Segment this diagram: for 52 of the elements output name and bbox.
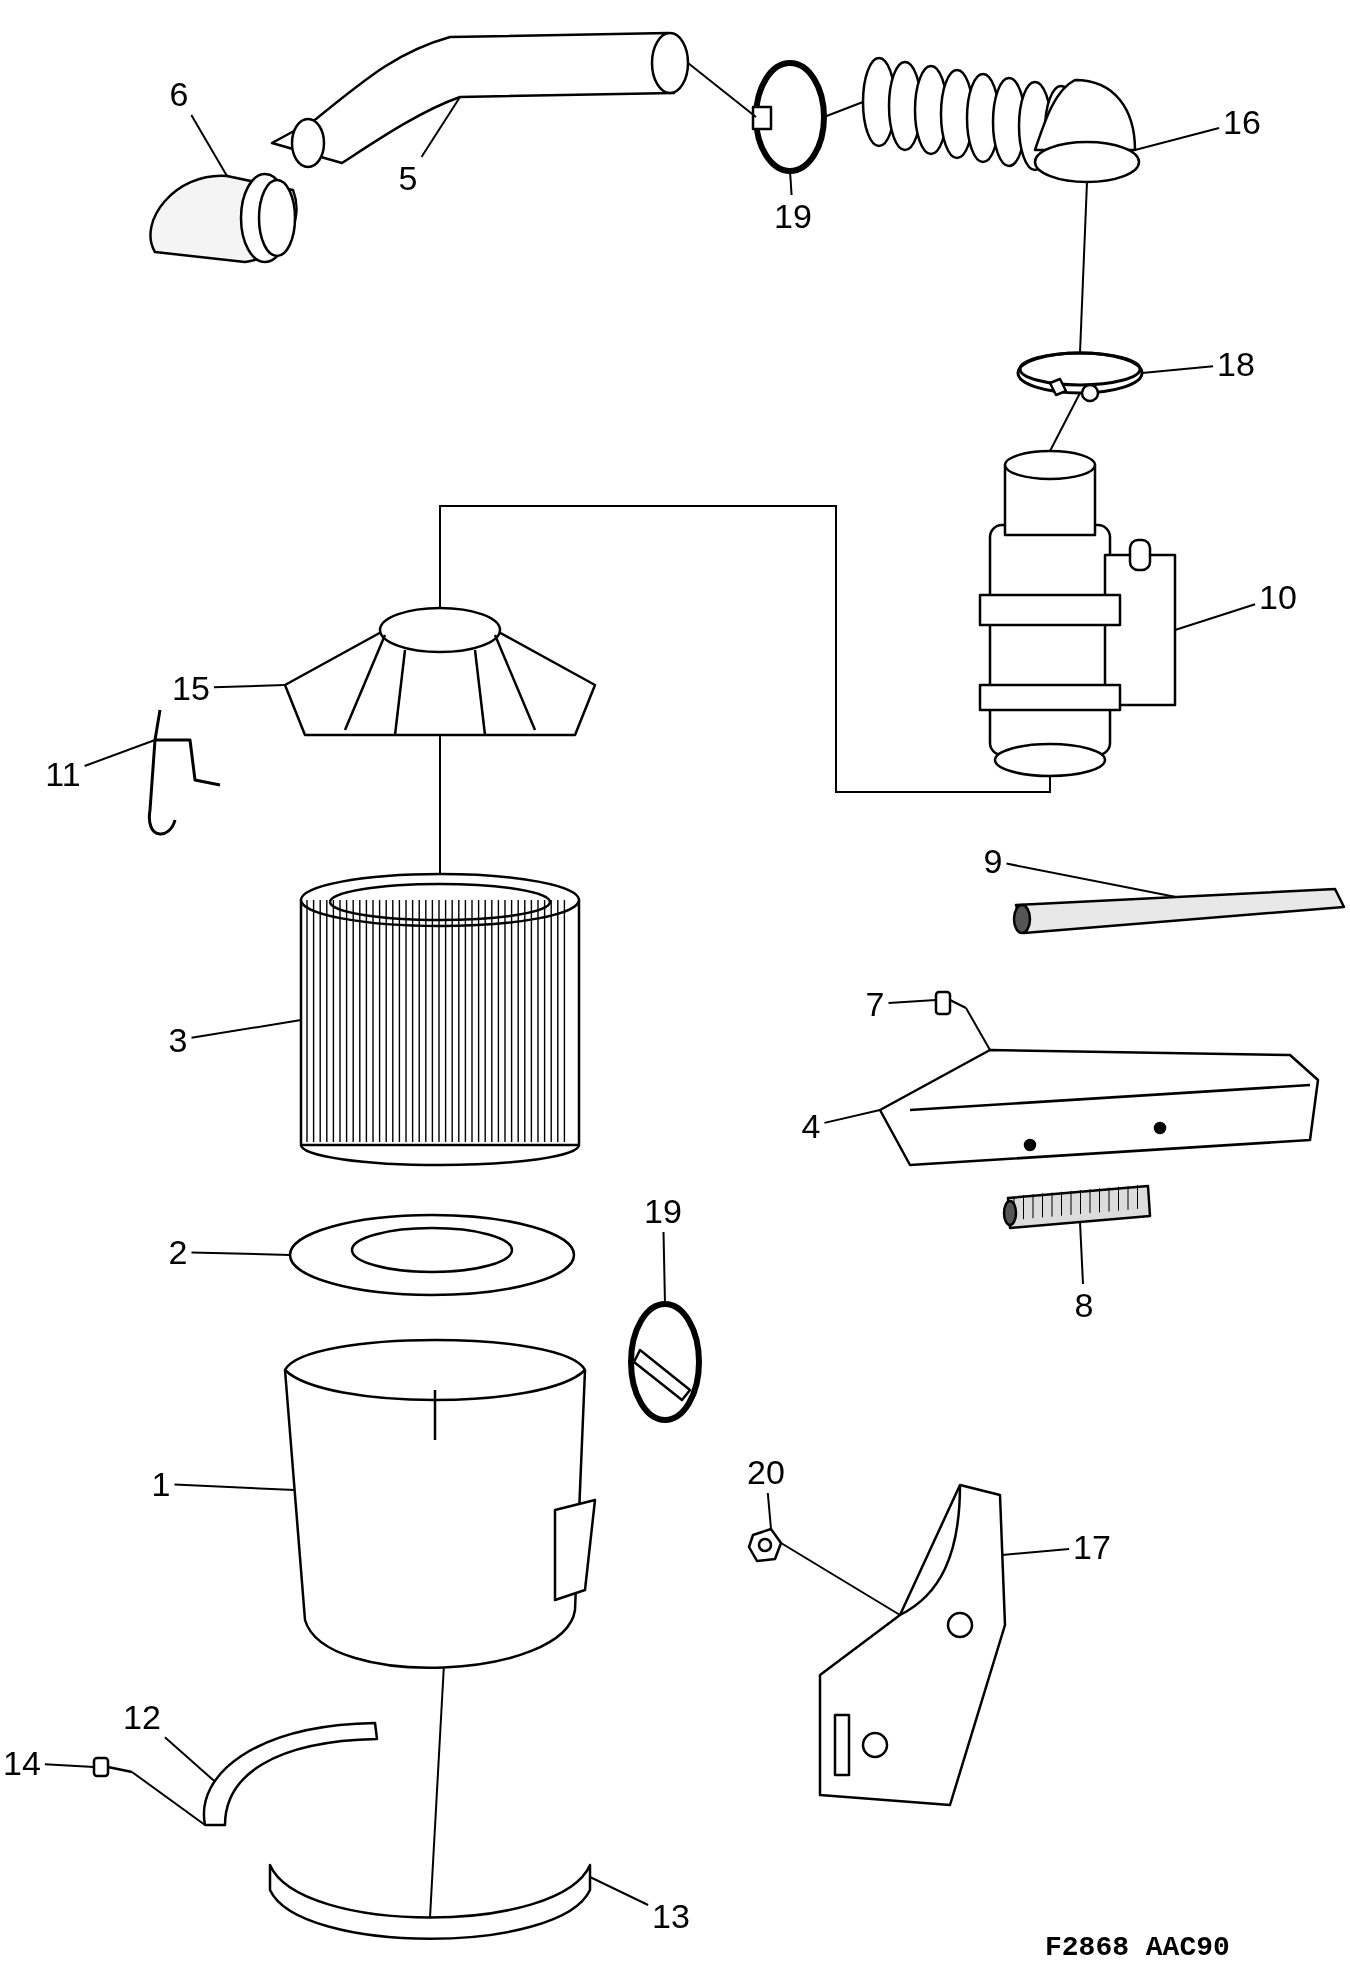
- leader-line: [1079, 1221, 1084, 1285]
- leader-line: [1005, 862, 1177, 898]
- callout-number: 16: [1223, 105, 1261, 139]
- callout-number: 17: [1073, 1530, 1111, 1564]
- callout-number: 5: [398, 161, 418, 195]
- callout-number: 14: [3, 1746, 41, 1780]
- leader-line: [43, 1763, 95, 1768]
- leader-line: [420, 96, 461, 158]
- callout-number: 19: [774, 199, 812, 233]
- assembly-line: [439, 734, 441, 875]
- leader-line: [1001, 1548, 1071, 1556]
- callout-number: 20: [747, 1455, 785, 1489]
- callout-number: 4: [801, 1109, 821, 1143]
- callout-number: 3: [168, 1023, 188, 1057]
- leader-line: [823, 1109, 881, 1124]
- assembly-line: [1049, 392, 1081, 452]
- assembly-line: [965, 1007, 991, 1051]
- callout-number: 1: [151, 1467, 171, 1501]
- assembly-line: [439, 505, 1051, 793]
- leader-line: [83, 739, 156, 767]
- callout-number: 19: [644, 1194, 682, 1228]
- assembly-line: [780, 1542, 901, 1616]
- callout-number: 8: [1074, 1288, 1094, 1322]
- assembly-line: [823, 101, 864, 118]
- leader-line: [173, 1483, 296, 1491]
- leader-line: [589, 1876, 650, 1906]
- leader-line: [887, 999, 937, 1005]
- leader-line: [1141, 365, 1215, 374]
- callout-number: 18: [1217, 347, 1255, 381]
- drawing-reference-code: F2868 AAC90: [1045, 1932, 1230, 1963]
- leader-line: [766, 1492, 772, 1530]
- assembly-line: [687, 62, 757, 118]
- callout-number: 9: [983, 844, 1003, 878]
- assembly-line: [429, 1666, 445, 1919]
- leader-line: [190, 114, 228, 177]
- callout-number: 10: [1259, 580, 1297, 614]
- leader-line: [1134, 127, 1221, 151]
- assembly-line: [131, 1771, 206, 1826]
- callout-number: 13: [652, 1899, 690, 1933]
- leader-line: [190, 1251, 291, 1256]
- leader-line: [190, 1019, 302, 1039]
- callout-number: 7: [865, 987, 885, 1021]
- assembly-line: [1079, 181, 1088, 354]
- nut-drawing: [745, 1525, 785, 1565]
- callout-number: 6: [169, 77, 189, 111]
- leader-line: [212, 684, 286, 689]
- callout-number: 11: [45, 757, 81, 791]
- leader-line: [163, 1736, 216, 1783]
- callout-number: 12: [123, 1700, 161, 1734]
- callout-number: 2: [168, 1235, 188, 1269]
- leader-line: [1174, 603, 1257, 631]
- callout-number: 15: [172, 671, 210, 705]
